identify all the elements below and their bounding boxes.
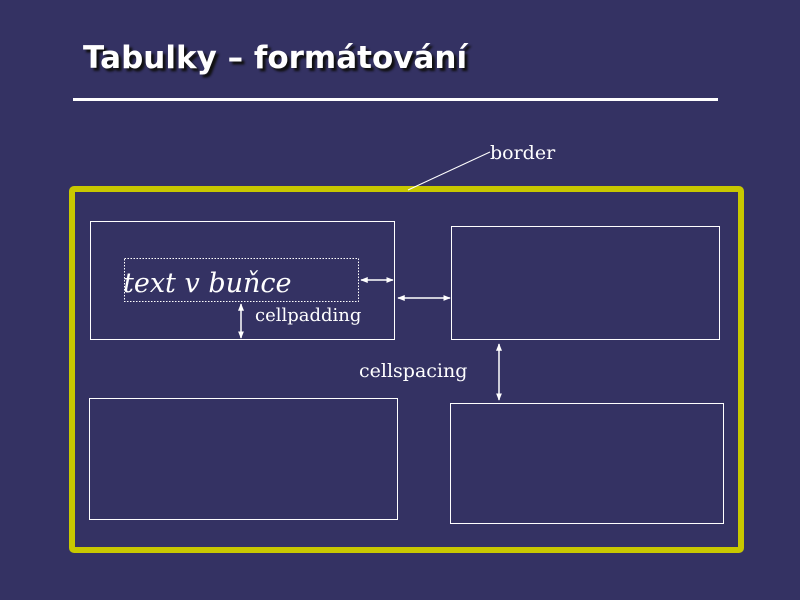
table-cell-bottom-right xyxy=(450,403,724,524)
cell-text: text v buňce xyxy=(123,268,292,299)
cellspacing-label: cellspacing xyxy=(359,360,467,382)
slide-title: Tabulky – formátování xyxy=(83,40,468,76)
title-underline xyxy=(73,98,718,101)
table-border xyxy=(69,186,744,553)
border-label: border xyxy=(490,142,556,164)
table-cell-bottom-left xyxy=(89,398,398,520)
table-cell-top-left xyxy=(90,221,395,340)
cellpadding-label: cellpadding xyxy=(255,305,361,326)
border-leader-line xyxy=(407,151,491,191)
table-cell-top-right xyxy=(451,226,720,340)
cell-content-box xyxy=(124,258,359,302)
